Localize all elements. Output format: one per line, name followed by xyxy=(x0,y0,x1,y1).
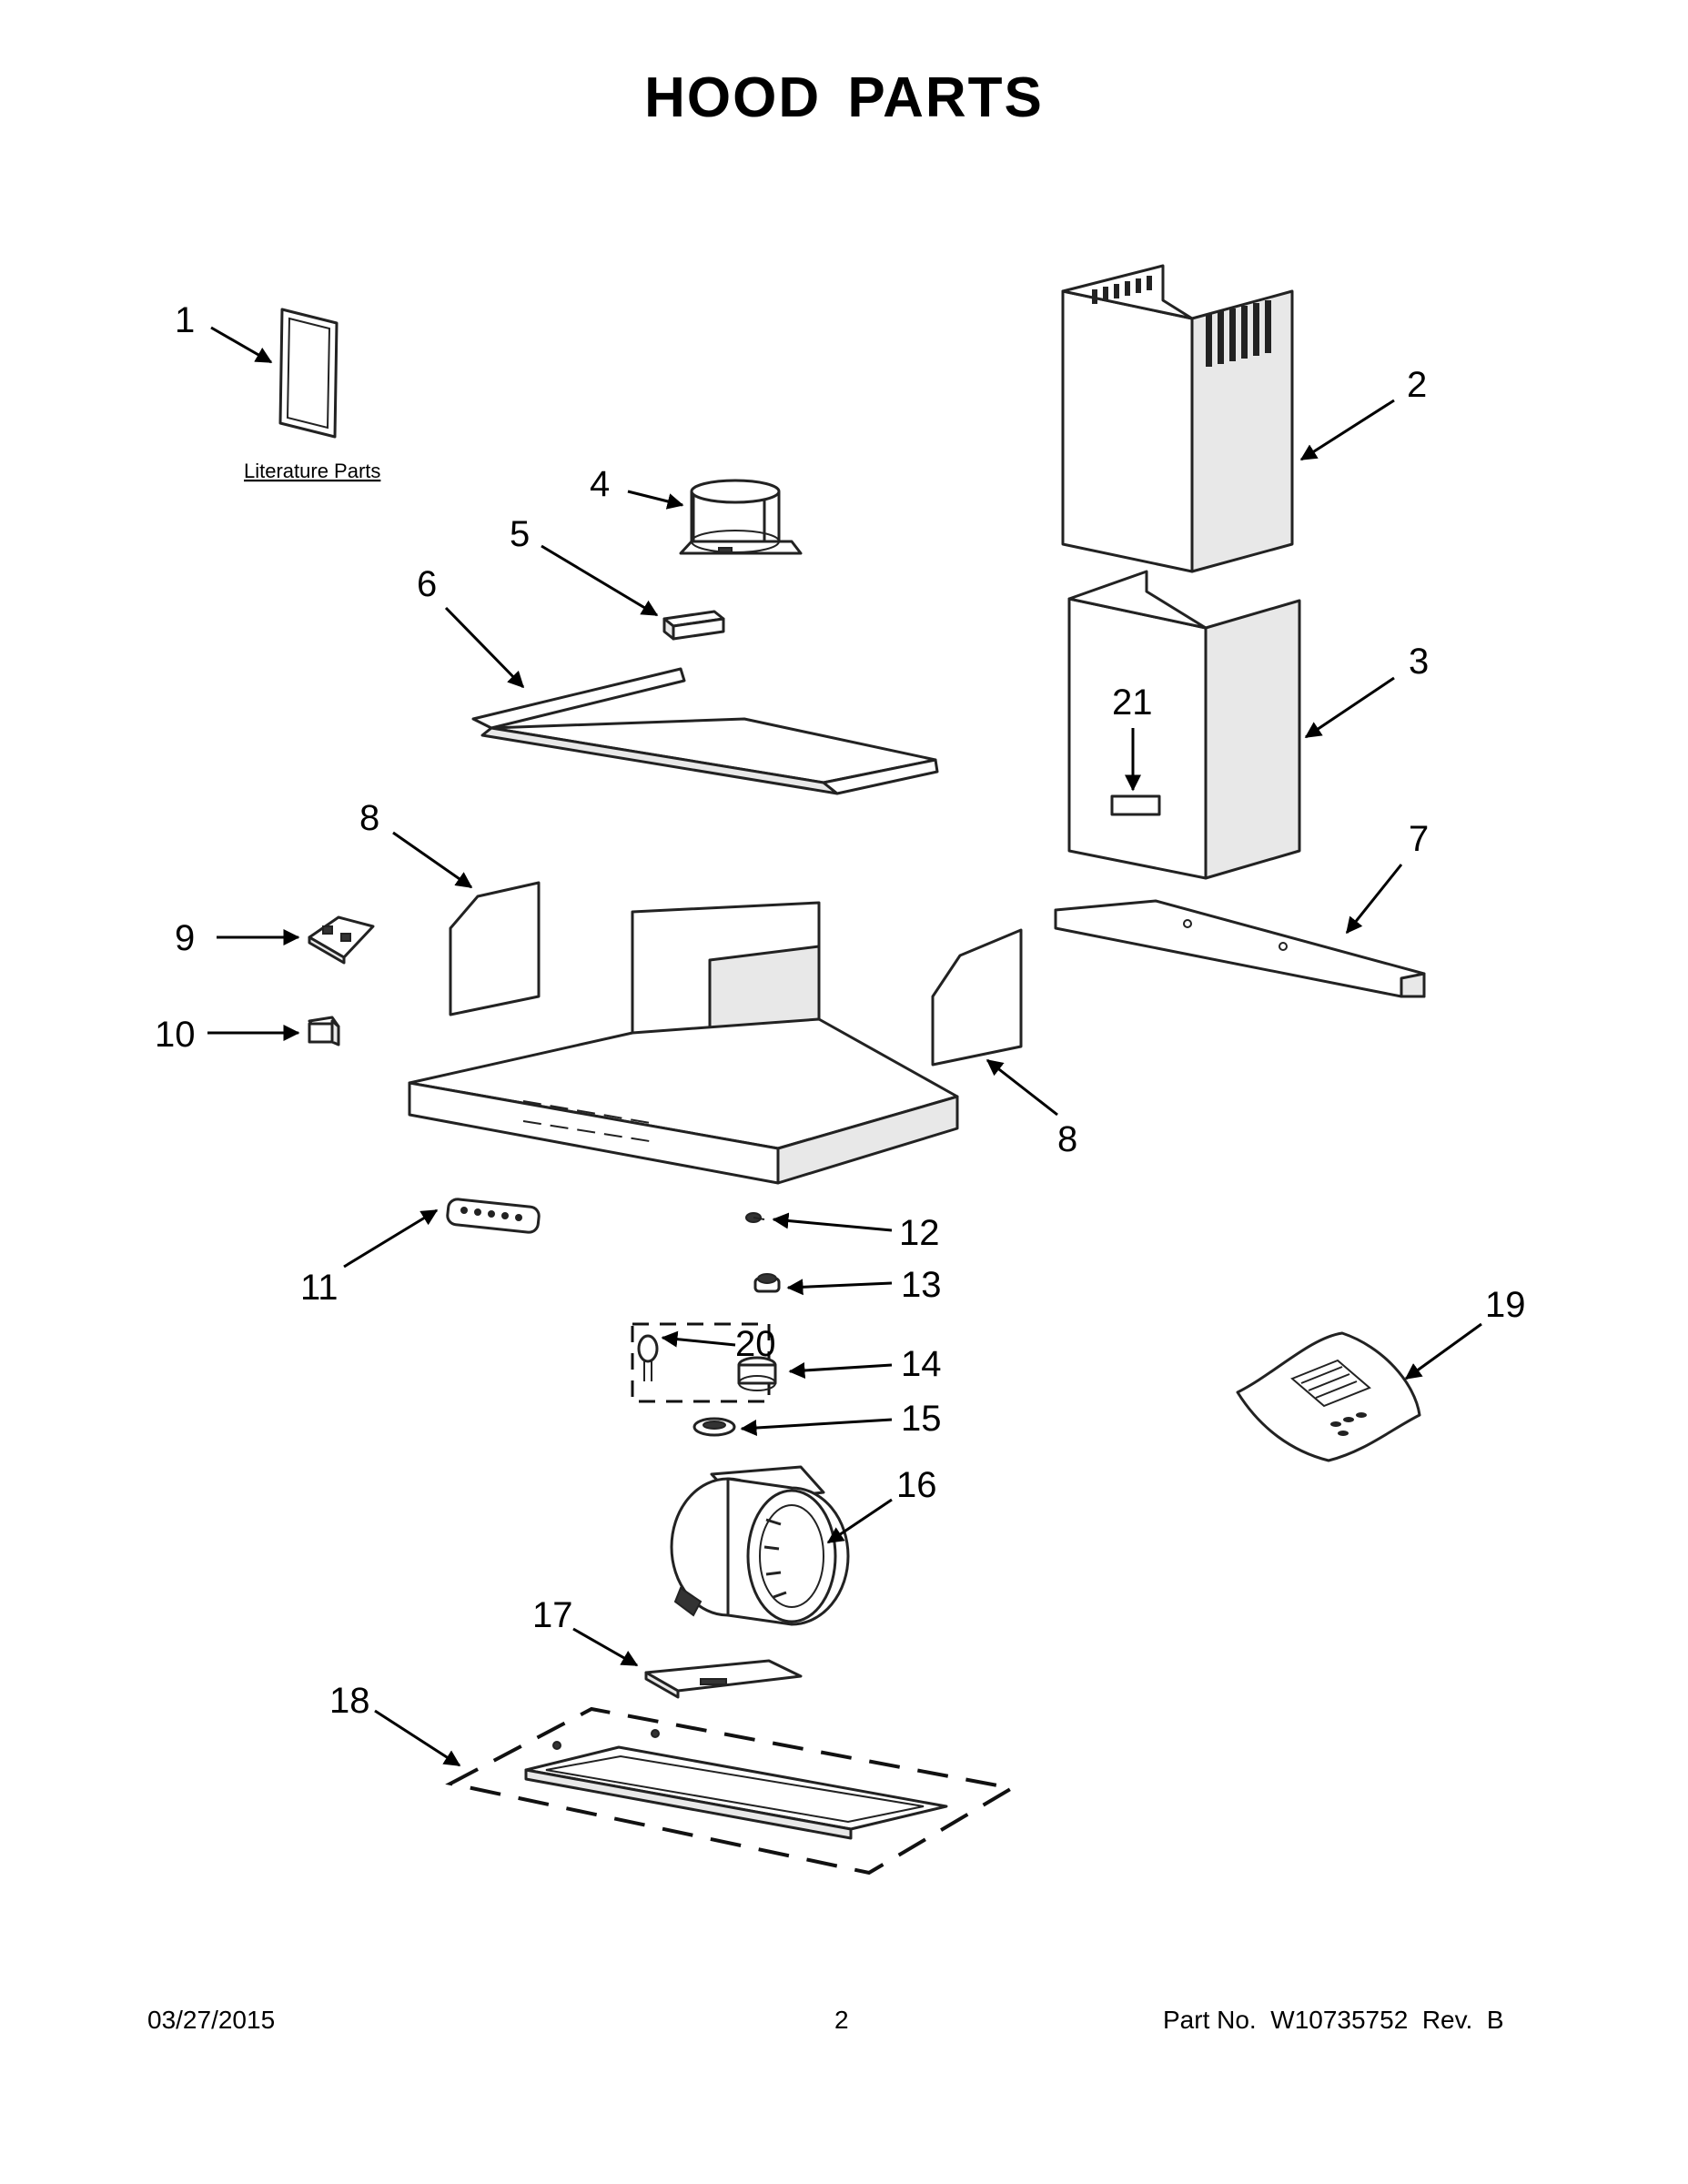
part-9-control-board xyxy=(308,915,375,965)
leader-14 xyxy=(788,1361,893,1379)
leader-8a xyxy=(392,831,473,889)
part-3-lower-chimney xyxy=(1067,570,1301,880)
leader-8b xyxy=(986,1058,1058,1117)
footer-part-number: Part No. W10735752 Rev. B xyxy=(1163,2006,1504,2034)
callout-8a: 8 xyxy=(359,798,379,838)
callout-16: 16 xyxy=(896,1465,937,1505)
part-15-ring xyxy=(692,1417,736,1437)
part-18-filter-frame xyxy=(445,1706,1017,1876)
part-11-control-panel xyxy=(446,1198,541,1234)
leader-15 xyxy=(740,1418,893,1436)
part-5-component xyxy=(662,610,725,641)
leader-7 xyxy=(1345,864,1403,935)
callout-18: 18 xyxy=(329,1681,370,1721)
callout-12: 12 xyxy=(899,1213,940,1253)
leader-19 xyxy=(1404,1322,1482,1380)
callout-2: 2 xyxy=(1407,365,1427,405)
part-17-filter-plate xyxy=(644,1659,803,1699)
leader-6 xyxy=(444,606,525,689)
hood-canopy xyxy=(408,901,959,1185)
part-1-literature: Literature Parts xyxy=(244,308,380,482)
leader-4 xyxy=(627,490,684,510)
leader-17 xyxy=(572,1627,639,1667)
callout-6: 6 xyxy=(417,564,437,604)
footer-page-number: 2 xyxy=(834,2006,849,2034)
leader-11 xyxy=(343,1208,439,1269)
callout-19: 19 xyxy=(1485,1285,1526,1325)
footer-date: 03/27/2015 xyxy=(147,2006,276,2034)
leader-16 xyxy=(826,1498,893,1544)
callout-11: 11 xyxy=(300,1268,339,1308)
callout-1: 1 xyxy=(175,300,195,340)
leader-18 xyxy=(374,1709,461,1767)
callout-3: 3 xyxy=(1409,642,1429,682)
literature-parts-label: Literature Parts xyxy=(244,460,380,482)
leader-1 xyxy=(210,326,273,364)
part-6-upper-trim xyxy=(471,667,939,795)
leader-20 xyxy=(661,1330,736,1348)
leader-2 xyxy=(1299,399,1395,461)
leader-5 xyxy=(541,544,659,617)
part-10-relay xyxy=(308,1016,340,1046)
part-19-parts-bag xyxy=(1236,1331,1421,1462)
leader-3 xyxy=(1304,676,1395,739)
part-13-knob xyxy=(753,1273,781,1293)
leader-12 xyxy=(772,1212,893,1232)
callout-13: 13 xyxy=(901,1265,942,1305)
callout-9: 9 xyxy=(175,918,195,958)
part-16-blower-motor xyxy=(670,1465,850,1626)
callout-21: 21 xyxy=(1112,682,1153,723)
part-12-screw xyxy=(745,1212,765,1223)
callout-14: 14 xyxy=(901,1344,942,1384)
callout-8b: 8 xyxy=(1057,1119,1077,1159)
callout-7: 7 xyxy=(1409,819,1429,859)
page-title: HOOD PARTS xyxy=(644,66,1044,129)
callout-4: 4 xyxy=(590,464,610,504)
part-8-side-panel-right xyxy=(931,928,1023,1067)
callout-10: 10 xyxy=(155,1015,196,1055)
callout-5: 5 xyxy=(510,514,530,554)
part-4-duct-adapter xyxy=(679,479,803,555)
part-2-upper-chimney xyxy=(1061,264,1294,573)
part-7-chimney-bracket xyxy=(1054,899,1426,998)
callout-15: 15 xyxy=(901,1399,942,1439)
part-8-side-panel-left xyxy=(449,881,541,1016)
leader-13 xyxy=(786,1279,893,1296)
callout-17: 17 xyxy=(532,1595,573,1635)
part-14-light-socket xyxy=(737,1356,777,1391)
